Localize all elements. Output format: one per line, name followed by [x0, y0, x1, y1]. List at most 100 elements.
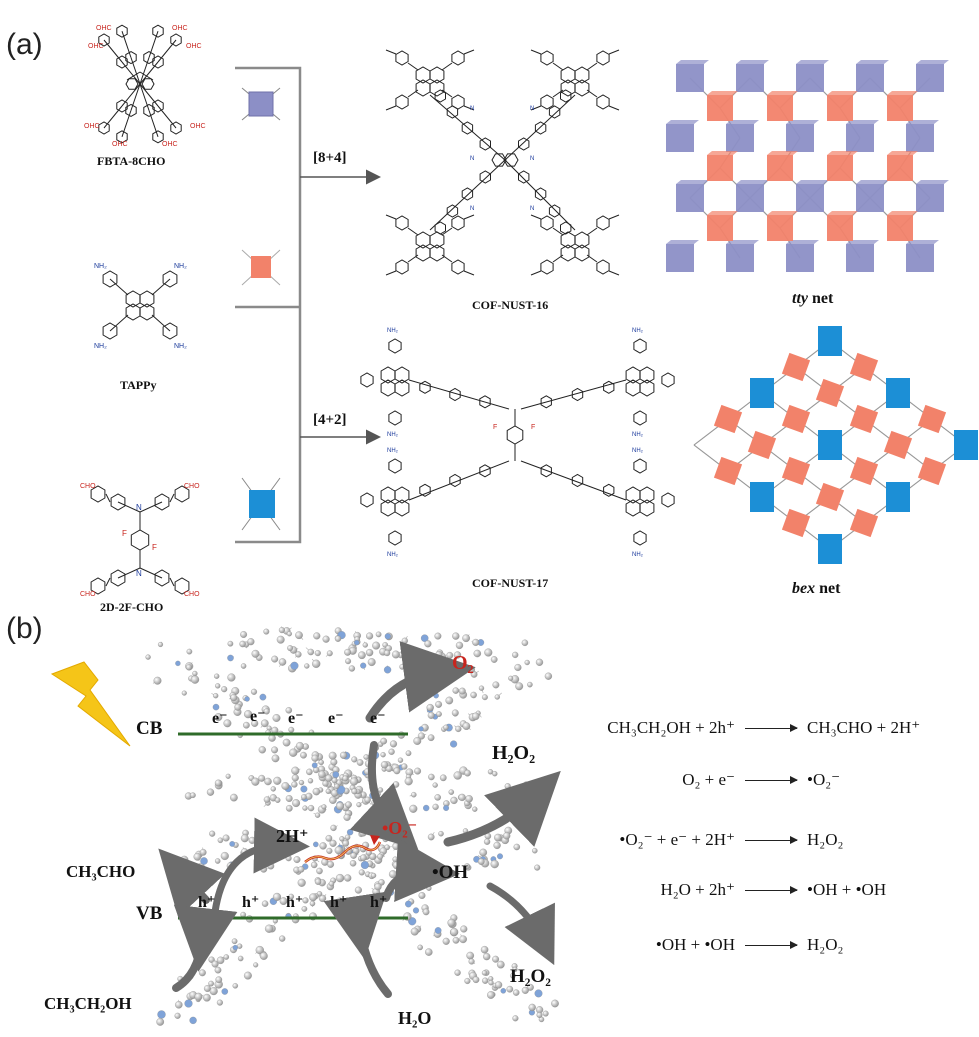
o2-label: O₂	[452, 652, 474, 674]
svg-text:CHO: CHO	[80, 591, 96, 598]
cyan-node-icon	[241, 477, 281, 531]
svg-text:F: F	[493, 424, 497, 431]
svg-text:NH₂: NH₂	[632, 552, 644, 558]
equation-5-rhs: H₂O₂	[807, 935, 844, 954]
d2f-caption: 2D-2F-CHO	[100, 600, 164, 614]
panel-b-label: (b)	[6, 612, 43, 645]
hole-3: h⁺	[286, 894, 304, 911]
svg-text:NH₂: NH₂	[632, 432, 644, 438]
panel-a-label: (a)	[6, 28, 43, 61]
bex-net	[693, 326, 978, 564]
svg-text:N: N	[136, 569, 142, 578]
svg-text:OHC: OHC	[162, 141, 178, 148]
tappy-molecule: NH₂ NH₂ NH₂ NH₂	[94, 263, 187, 350]
svg-text:OHC: OHC	[186, 43, 202, 50]
electron-3: e⁻	[288, 710, 304, 727]
svg-text:N: N	[470, 156, 474, 162]
equation-3-lhs: •O₂⁻ + e⁻ + 2H⁺	[619, 830, 735, 849]
svg-text:OHC: OHC	[112, 141, 128, 148]
svg-text:N: N	[530, 206, 534, 212]
svg-text:CHO: CHO	[184, 591, 200, 598]
ethanol-label: CH₃CH₂OH	[44, 994, 132, 1013]
hole-1: h⁺	[198, 894, 216, 911]
reaction-4plus2-label: [4+2]	[313, 412, 347, 428]
svg-text:F: F	[152, 543, 157, 552]
svg-text:N: N	[470, 106, 474, 112]
equation-2-lhs: O₂ + e⁻	[682, 770, 735, 789]
svg-text:OHC: OHC	[84, 123, 100, 130]
svg-text:F: F	[531, 424, 535, 431]
svg-text:CHO: CHO	[80, 483, 96, 490]
equation-5-lhs: •OH + •OH	[655, 935, 735, 954]
svg-text:NH₂: NH₂	[174, 263, 187, 270]
svg-text:NH₂: NH₂	[94, 263, 107, 270]
equation-3-arrow	[745, 835, 798, 844]
electron-5: e⁻	[370, 710, 386, 727]
tappy-caption: TAPPy	[120, 378, 157, 392]
salmon-node-icon	[241, 249, 281, 286]
superoxide-label: •O₂⁻	[382, 818, 418, 838]
oh-label: •OH	[432, 862, 469, 883]
equation-4-rhs: •OH + •OH	[807, 880, 887, 899]
svg-text:NH₂: NH₂	[387, 328, 399, 334]
svg-text:OHC: OHC	[172, 25, 188, 32]
reaction-8plus4-label: [8+4]	[313, 150, 347, 166]
cof-nust-16-structure: N N N N N N	[385, 49, 620, 276]
cof17-caption: COF-NUST-17	[472, 576, 549, 590]
lightning-icon	[50, 661, 131, 747]
electron-2: e⁻	[250, 708, 266, 725]
reaction-connectors	[235, 66, 302, 544]
d2f-molecule: N N F F CHO CHO CHO CHO	[80, 483, 200, 598]
vb-label: VB	[136, 903, 163, 924]
fbta-caption: FBTA-8CHO	[97, 154, 166, 168]
equation-1-lhs: CH₃CH₂OH + 2h⁺	[607, 718, 735, 737]
two-h-label: 2H⁺	[276, 826, 309, 846]
svg-text:OHC: OHC	[88, 43, 104, 50]
svg-text:N: N	[530, 156, 534, 162]
hole-2: h⁺	[242, 894, 260, 911]
cof16-caption: COF-NUST-16	[472, 298, 549, 312]
svg-text:CHO: CHO	[184, 483, 200, 490]
water-label: H₂O	[398, 1008, 432, 1028]
equation-2-rhs: •O₂⁻	[807, 770, 841, 789]
svg-text:OHC: OHC	[96, 25, 112, 32]
svg-text:NH₂: NH₂	[632, 328, 644, 334]
svg-text:NH₂: NH₂	[387, 552, 399, 558]
equation-3-rhs: H₂O₂	[807, 830, 844, 849]
equation-4-arrow	[745, 885, 798, 894]
process-arrows	[158, 641, 561, 998]
equation-1-arrow	[745, 723, 798, 732]
equation-4-lhs: H₂O + 2h⁺	[660, 880, 735, 899]
equation-2: O₂ + e⁻ •O₂⁻	[682, 770, 840, 790]
electron-1: e⁻	[212, 710, 228, 727]
equation-4: H₂O + 2h⁺ •OH + •OH	[660, 880, 886, 900]
bex-net-label: bex net	[792, 580, 841, 597]
equation-5-arrow	[745, 940, 798, 949]
svg-text:NH₂: NH₂	[632, 448, 644, 454]
equation-5: •OH + •OH H₂O₂	[656, 935, 844, 955]
cb-label: CB	[136, 718, 163, 739]
equation-2-arrow	[745, 775, 798, 784]
svg-text:F: F	[122, 529, 127, 538]
tty-net	[666, 60, 949, 272]
electron-4: e⁻	[328, 710, 344, 727]
svg-text:N: N	[530, 106, 534, 112]
svg-text:N: N	[470, 206, 474, 212]
tty-net-label: tty net	[792, 290, 834, 307]
equation-1: CH₃CH₂OH + 2h⁺ CH₃CHO + 2H⁺	[607, 718, 920, 738]
ch3cho-label: CH₃CHO	[66, 862, 136, 881]
svg-text:N: N	[136, 503, 142, 512]
fbta-molecule: OHC OHC OHC OHC OHC OHC OHC OHC	[84, 24, 206, 148]
equation-1-rhs: CH₃CHO + 2H⁺	[807, 718, 921, 737]
hole-4: h⁺	[330, 894, 348, 911]
h2o2-bottom-label: H₂O₂	[510, 966, 551, 987]
svg-text:NH₂: NH₂	[174, 343, 187, 350]
equation-3: •O₂⁻ + e⁻ + 2H⁺ H₂O₂	[619, 830, 843, 850]
svg-text:NH₂: NH₂	[94, 343, 107, 350]
svg-text:NH₂: NH₂	[387, 448, 399, 454]
blue-node-icon	[241, 87, 281, 121]
svg-text:NH₂: NH₂	[387, 432, 399, 438]
svg-text:OHC: OHC	[190, 123, 206, 130]
